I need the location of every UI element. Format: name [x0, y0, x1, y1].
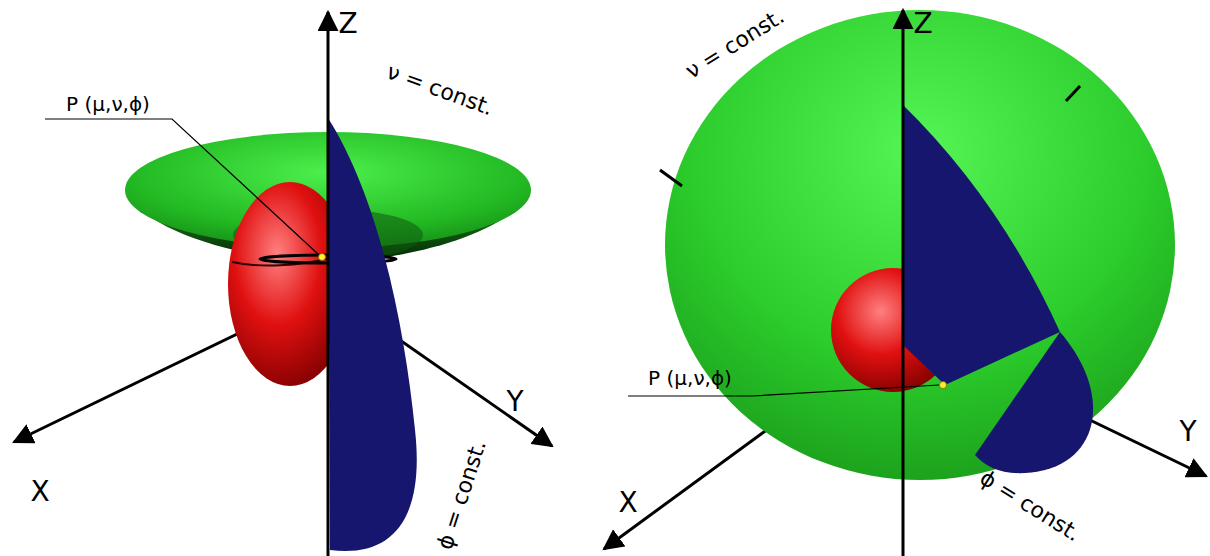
hyperboloid-disc [665, 10, 1175, 480]
axis-label: Y [1179, 417, 1196, 448]
axis-tick [1066, 86, 1080, 101]
z-axis [902, 10, 905, 556]
point-p [940, 382, 947, 389]
surface-label: ϕ = const. [975, 466, 1084, 547]
half-plane-tail [975, 332, 1093, 473]
surface-label: ν = const. [384, 60, 497, 121]
half-plane [903, 105, 1060, 385]
left-figure [14, 12, 552, 556]
half-plane [328, 118, 417, 551]
axis-label: Y [506, 387, 523, 418]
z-axis [327, 12, 330, 556]
axis-label: X [618, 488, 637, 519]
surface-label: ϕ = const. [433, 437, 491, 552]
ellipsoid [228, 182, 329, 386]
point-label: P (μ,ν,ϕ) [648, 367, 732, 389]
point-p [319, 254, 326, 261]
axis-label: Z [338, 9, 357, 40]
axis-tick [660, 170, 682, 186]
leader-line [45, 119, 318, 254]
point-label: P (μ,ν,ϕ) [66, 93, 150, 115]
surface-label: ν = const. [681, 4, 788, 83]
axis-label: X [30, 477, 49, 508]
axis-label: Z [913, 9, 932, 40]
right-figure [604, 10, 1206, 556]
